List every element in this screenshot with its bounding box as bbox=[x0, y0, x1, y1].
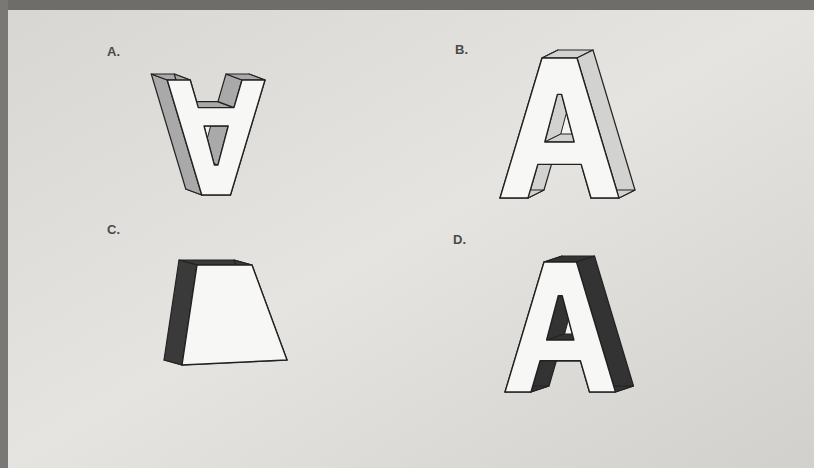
option-letter: C. bbox=[107, 222, 120, 237]
option-letter: A. bbox=[107, 44, 120, 59]
letter-a-light-side bbox=[500, 50, 635, 198]
letter-a-dark-side bbox=[505, 256, 634, 392]
trapezoid-block bbox=[164, 260, 287, 365]
front-face bbox=[167, 80, 265, 195]
option-letter: B. bbox=[455, 42, 468, 57]
page-top-shadow bbox=[0, 0, 814, 10]
front-face bbox=[182, 265, 287, 365]
extruded-face bbox=[226, 74, 265, 80]
front-face bbox=[505, 262, 616, 392]
option-letter: D. bbox=[453, 232, 466, 247]
letter-a-upside-down bbox=[151, 74, 265, 195]
front-face bbox=[500, 58, 619, 198]
page-left-shadow bbox=[0, 0, 8, 468]
